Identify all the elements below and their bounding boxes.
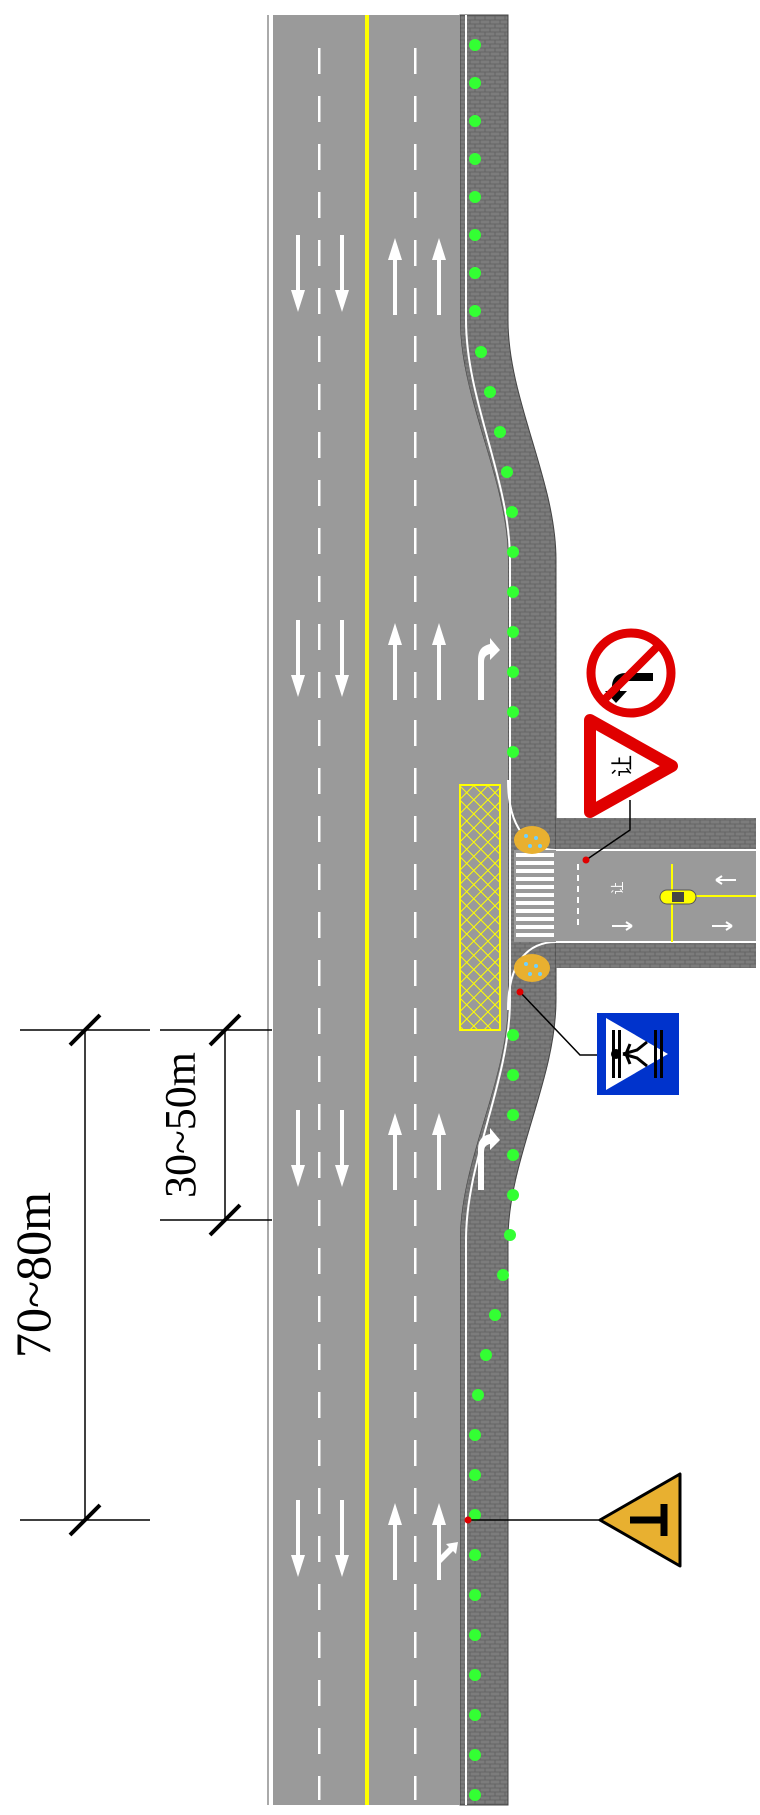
side-road-arrow-right (612, 921, 633, 931)
arrow-down (335, 1500, 349, 1577)
arrow-up (388, 1503, 402, 1580)
hedge-dots (469, 39, 519, 1801)
arrow-down (335, 620, 349, 697)
arrow-up (388, 238, 402, 315)
arrow-down (291, 620, 305, 697)
arrow-down (291, 1500, 305, 1577)
arrow-straight-right (432, 1503, 458, 1580)
curb-edge-line (465, 15, 511, 1805)
yield-sign: 让 (584, 714, 678, 818)
arrow-down (291, 1110, 305, 1187)
zebra-crossing (514, 850, 556, 942)
arrow-down (335, 1110, 349, 1187)
pedestrian-crossing-sign (597, 1013, 679, 1095)
lane-divider-2 (414, 30, 417, 1800)
side-road-arrow-left (715, 875, 736, 885)
main-road-asphalt (272, 15, 508, 1805)
dimension-widening-label: 30~50m (156, 1052, 205, 1198)
arrow-up (388, 623, 402, 700)
arrow-up-right-turn (478, 1128, 500, 1190)
lane-arrows (291, 235, 500, 1580)
dimension-overall-label: 70~80m (5, 1192, 61, 1358)
arrow-down (291, 235, 305, 312)
arrow-up-right-turn (478, 638, 500, 700)
arrow-up (432, 238, 446, 315)
no-stopping-grid-box (459, 784, 501, 1031)
arrow-up (432, 623, 446, 700)
refuge-island-bottom (514, 954, 550, 982)
t-junction-warning-sign (598, 1472, 682, 1568)
refuge-island-top (514, 826, 550, 854)
side-road: 让 (556, 818, 756, 968)
lane-divider-1 (318, 30, 321, 1800)
yield-sign-text: 让 (611, 755, 636, 777)
dimension-lines (20, 1013, 272, 1537)
no-left-turn-sign (586, 628, 676, 718)
arrow-up (432, 1113, 446, 1190)
arrow-down (335, 235, 349, 312)
arrow-up (388, 1113, 402, 1190)
side-road-arrow-right-2 (712, 921, 733, 931)
side-road-yield-text: 让 (611, 881, 626, 894)
